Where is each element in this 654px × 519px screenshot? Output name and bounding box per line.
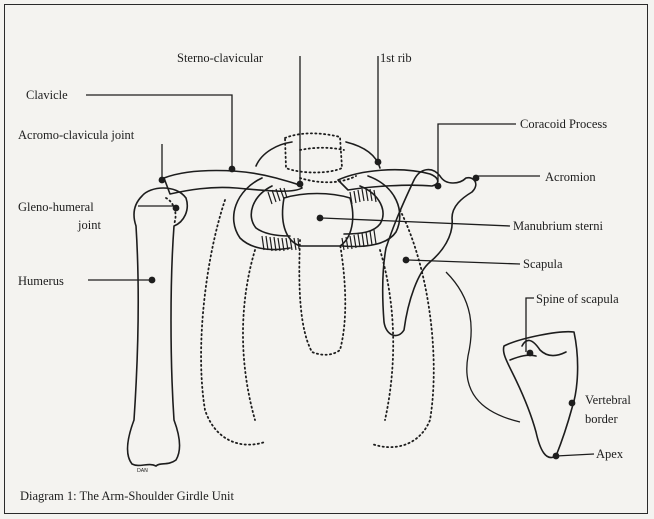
label-border: border xyxy=(585,412,618,426)
humerus xyxy=(128,188,188,466)
label-acromion: Acromion xyxy=(545,170,596,184)
leader-lines xyxy=(86,56,594,459)
label-humerus: Humerus xyxy=(18,274,64,288)
rib-cage-outline xyxy=(201,133,434,447)
label-manubrium-sterni: Manubrium sterni xyxy=(513,219,603,233)
label-vertebral: Vertebral xyxy=(585,393,631,407)
label-clavicle: Clavicle xyxy=(26,88,68,102)
label-gleno-humeral: Gleno-humeral xyxy=(18,200,94,214)
label-apex: Apex xyxy=(596,447,624,461)
scapula-link-curve xyxy=(446,272,520,422)
scapula-back-view xyxy=(503,332,577,458)
label-gleno-humeral-joint: joint xyxy=(77,218,101,232)
label-acromo-clavicula-joint: Acromo-clavicula joint xyxy=(18,128,135,142)
label-coracoid-process: Coracoid Process xyxy=(520,117,607,131)
label-sterno-clavicular: Sterno-clavicular xyxy=(177,51,264,65)
label-first-rib: 1st rib xyxy=(380,51,412,65)
diagram-caption: Diagram 1: The Arm-Shoulder Girdle Unit xyxy=(20,489,234,503)
artist-signature: DAN xyxy=(137,468,148,474)
label-scapula: Scapula xyxy=(523,257,563,271)
label-spine-of-scapula: Spine of scapula xyxy=(536,292,619,306)
